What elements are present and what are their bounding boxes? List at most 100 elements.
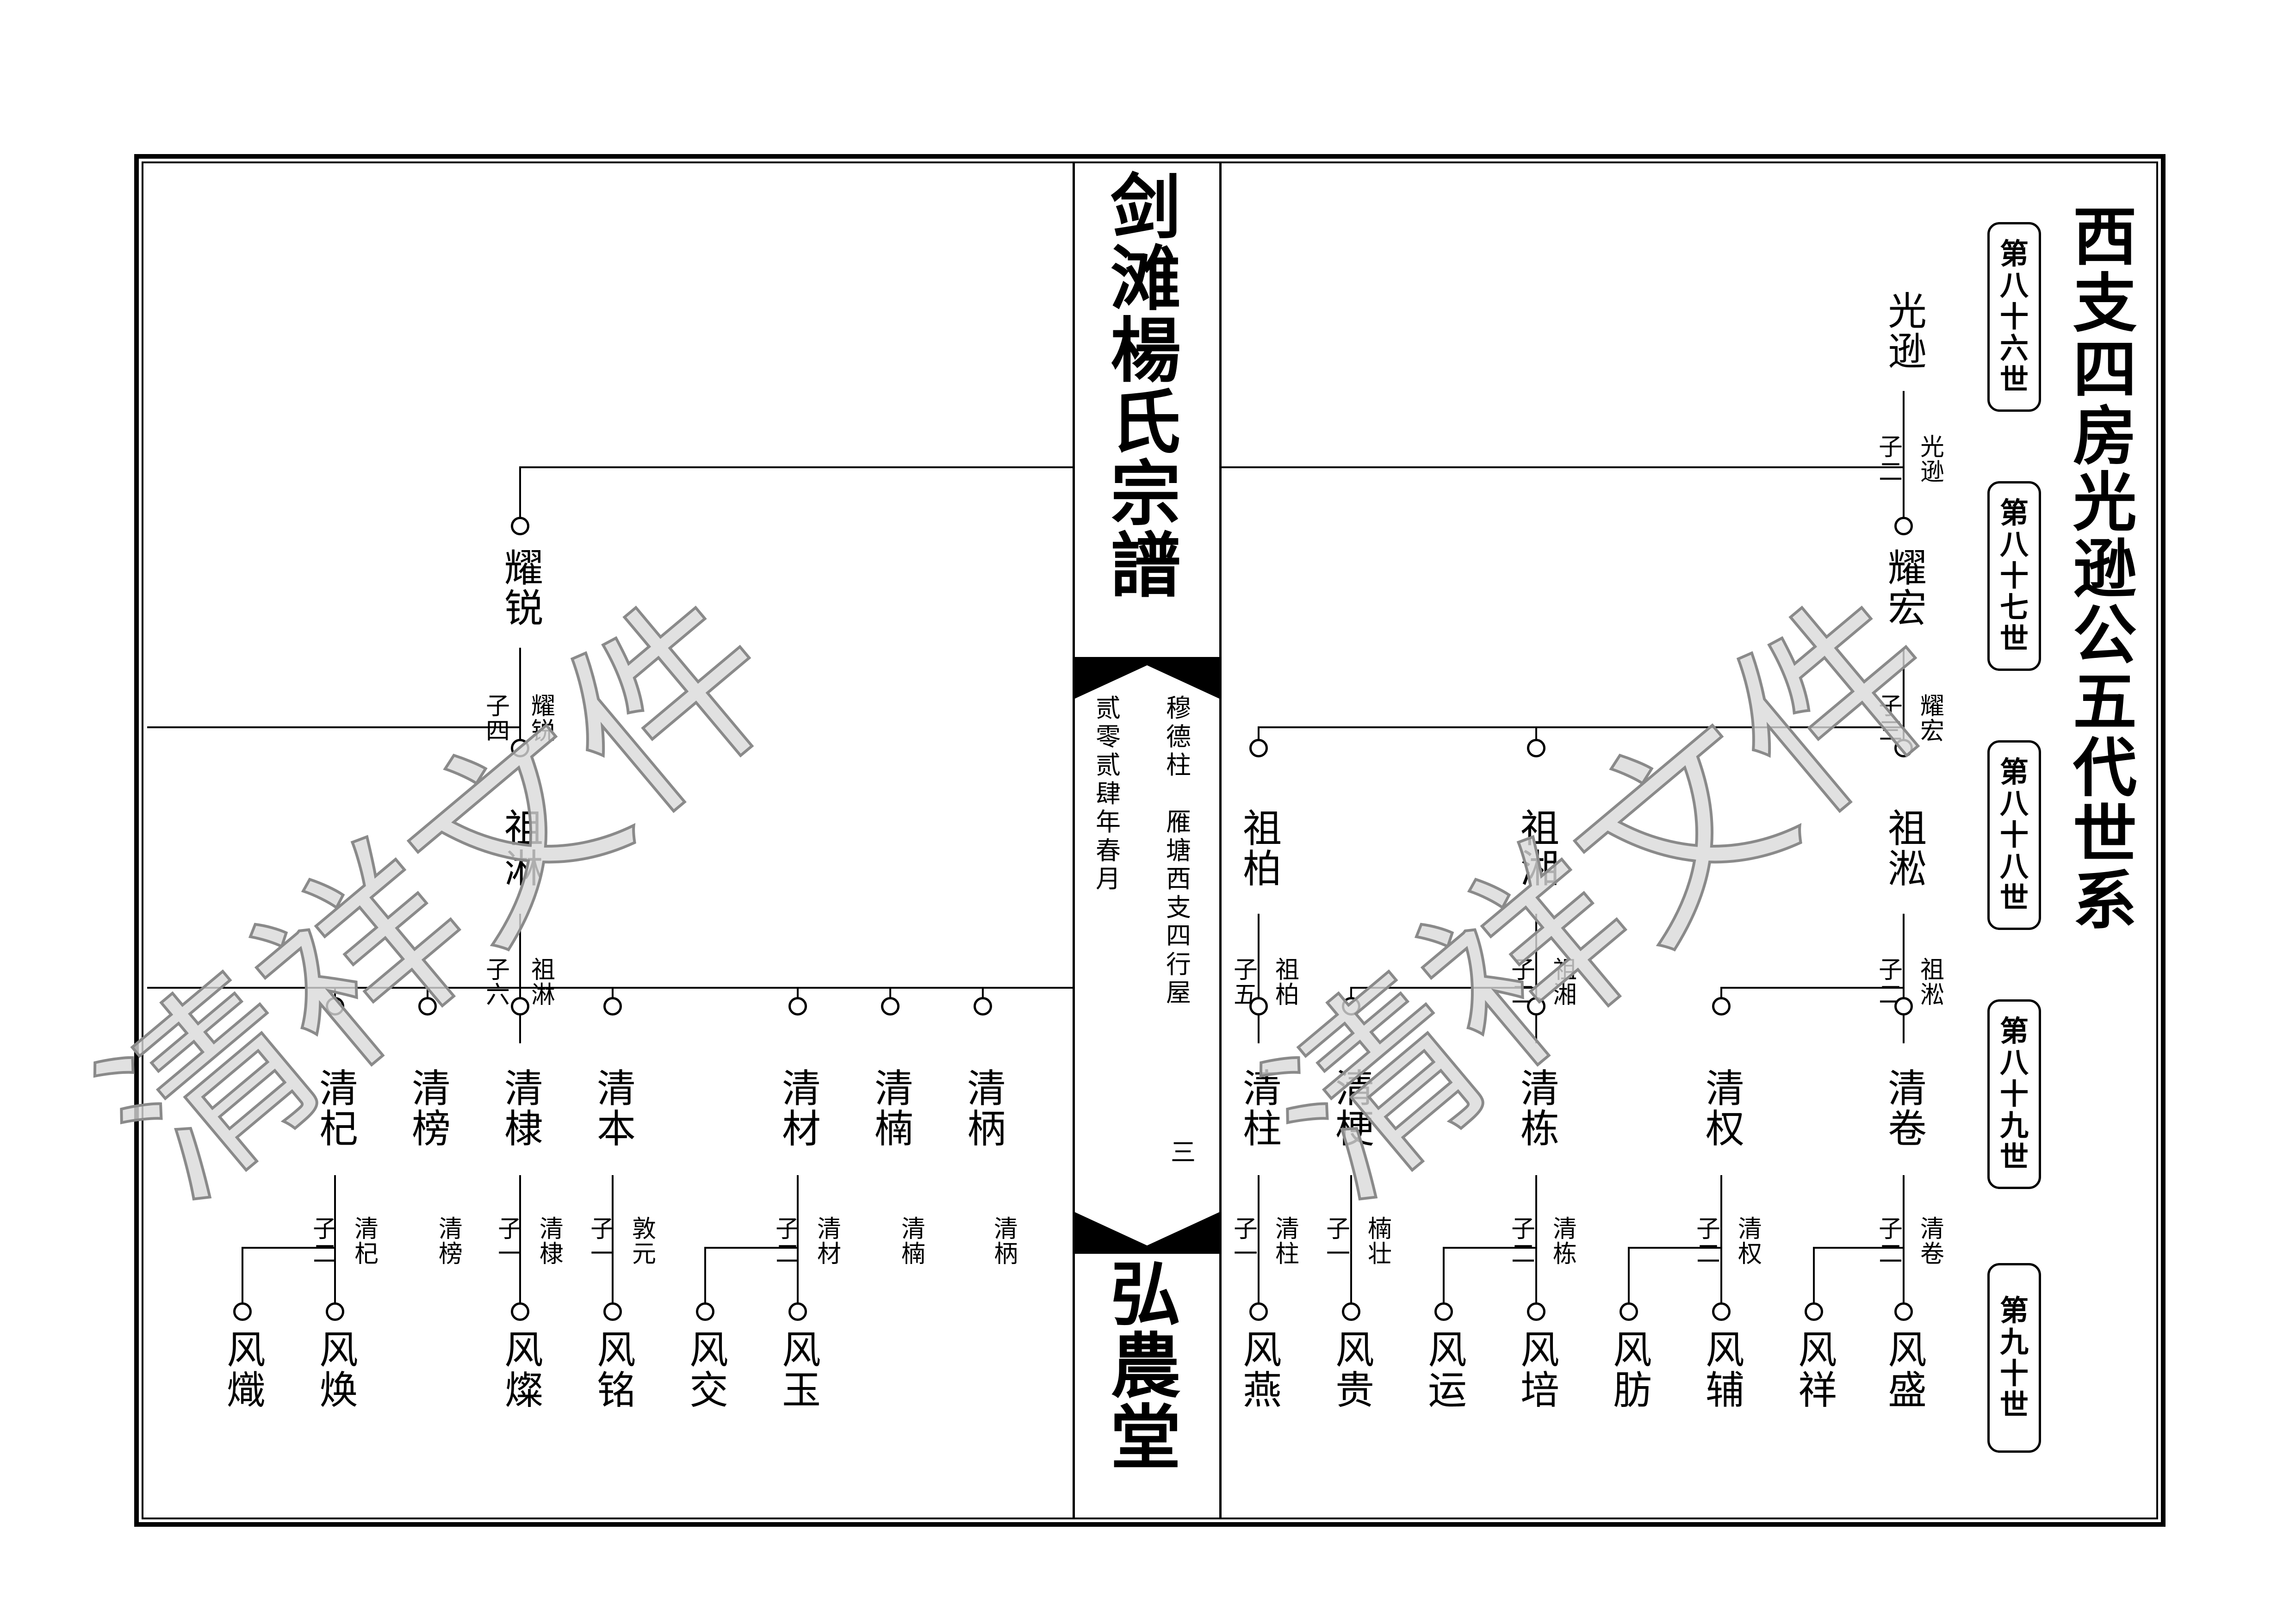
center-info-col2: 贰零贰肆年春月: [1096, 694, 1121, 894]
drop-line: [334, 987, 336, 1001]
sibling-bar: [1628, 1247, 1722, 1249]
node-circle: [1894, 739, 1913, 757]
person-name: 光逊: [1888, 289, 1927, 375]
node-circle: [1894, 997, 1913, 1016]
person-name: 风培: [1520, 1327, 1560, 1413]
drop-line: [427, 987, 428, 1001]
person-name: 清棣: [504, 1066, 544, 1152]
generation-label: 第八十七世: [1987, 481, 2041, 671]
father-note: 耀宏: [1920, 693, 1945, 746]
drop-line: [1443, 1247, 1445, 1307]
son-count: 子二: [313, 1215, 337, 1269]
node-circle: [788, 997, 807, 1016]
person-name: 清柱: [1243, 1066, 1282, 1152]
father-note: 清栋: [1553, 1215, 1577, 1269]
person-name: 风玉: [782, 1327, 821, 1413]
hall-name: 弘農堂: [1111, 1253, 1181, 1480]
person-name: 祖淞: [1888, 806, 1927, 892]
person-name: 风肪: [1613, 1327, 1652, 1413]
person-name: 风燕: [1243, 1327, 1282, 1413]
father-note: 清杞: [354, 1215, 379, 1269]
drop-line: [1813, 1247, 1815, 1307]
person-name: 清柄: [967, 1066, 1006, 1152]
descent-line: [1903, 391, 1905, 520]
node-circle: [1712, 1302, 1731, 1321]
son-count: 子二: [1696, 1215, 1721, 1269]
drop-line: [889, 987, 891, 1001]
drop-line: [1535, 726, 1537, 741]
person-name: 风盛: [1888, 1327, 1927, 1413]
person-name: 祖湘: [1520, 806, 1560, 892]
person-name: 风熾: [227, 1327, 266, 1413]
person-name: 清权: [1706, 1066, 1745, 1152]
son-count: 子一: [1326, 1215, 1351, 1269]
person-name: 清梗: [1335, 1066, 1375, 1152]
spine-ornament-bottom: [1075, 1212, 1219, 1254]
node-circle: [1527, 739, 1545, 757]
drop-line: [1720, 987, 1722, 1001]
son-count: 子二: [776, 1215, 800, 1269]
person-name: 风燦: [504, 1327, 544, 1413]
sibling-bar: [1720, 987, 1905, 989]
son-count: 子一: [590, 1215, 615, 1269]
spine-ornament-top: [1075, 657, 1219, 699]
father-note: 敦元: [632, 1215, 657, 1269]
generation-label: 第八十九世: [1987, 999, 2041, 1189]
drop-line: [242, 1247, 243, 1307]
node-circle: [418, 997, 437, 1016]
spine-left-line: [1073, 161, 1075, 1519]
descent-line: [1535, 1175, 1537, 1309]
descent-line: [1903, 1175, 1905, 1309]
son-count: 子一: [498, 1215, 522, 1269]
descent-line: [797, 1175, 799, 1309]
connector-line: [1222, 466, 1905, 468]
father-note: 清权: [1738, 1215, 1762, 1269]
descent-line: [1903, 914, 1905, 1043]
father-note: 清柱: [1275, 1215, 1300, 1269]
father-note: 祖淋: [531, 956, 556, 1010]
person-name: 风辅: [1706, 1327, 1745, 1413]
person-name: 清卷: [1888, 1066, 1927, 1152]
node-circle: [788, 1302, 807, 1321]
page-number: 三: [1171, 1138, 1196, 1167]
sibling-bar: [704, 1247, 799, 1249]
person-name: 祖淋: [504, 806, 544, 892]
node-circle: [603, 997, 622, 1016]
person-name: 清杞: [319, 1066, 359, 1152]
descent-line: [612, 1175, 614, 1309]
person-name: 风祥: [1798, 1327, 1837, 1413]
drop-line: [704, 1247, 706, 1307]
node-circle: [1342, 997, 1360, 1016]
father-note: 祖柏: [1275, 956, 1300, 1010]
node-circle: [696, 1302, 714, 1321]
father-note: 清榜: [439, 1215, 463, 1269]
person-name: 风运: [1428, 1327, 1467, 1413]
person-name: 清本: [597, 1066, 636, 1152]
center-info-col1: 穆德柱 雁塘西支四行屋: [1166, 694, 1191, 1008]
descent-line: [1258, 914, 1260, 1043]
node-circle: [1342, 1302, 1360, 1321]
node-circle: [326, 997, 344, 1016]
drop-line: [797, 987, 799, 1001]
sibling-bar: [242, 1247, 336, 1249]
son-count: 子二: [1879, 434, 1903, 487]
node-circle: [233, 1302, 252, 1321]
descent-line: [519, 1175, 521, 1309]
node-circle: [1249, 739, 1268, 757]
person-name: 风贵: [1335, 1327, 1375, 1413]
node-circle: [1527, 1302, 1545, 1321]
connector-line: [147, 726, 521, 728]
connector-line: [519, 466, 1073, 468]
sibling-bar: [1350, 987, 1537, 989]
person-name: 风焕: [319, 1327, 359, 1413]
drop-line: [982, 987, 984, 1001]
sibling-bar: [1258, 726, 1905, 728]
person-name: 清榜: [412, 1066, 451, 1152]
node-circle: [1894, 517, 1913, 535]
person-name: 清栋: [1520, 1066, 1560, 1152]
descent-line: [1535, 914, 1537, 1043]
descent-line: [519, 914, 521, 1043]
node-circle: [974, 997, 992, 1016]
node-circle: [1805, 1302, 1823, 1321]
